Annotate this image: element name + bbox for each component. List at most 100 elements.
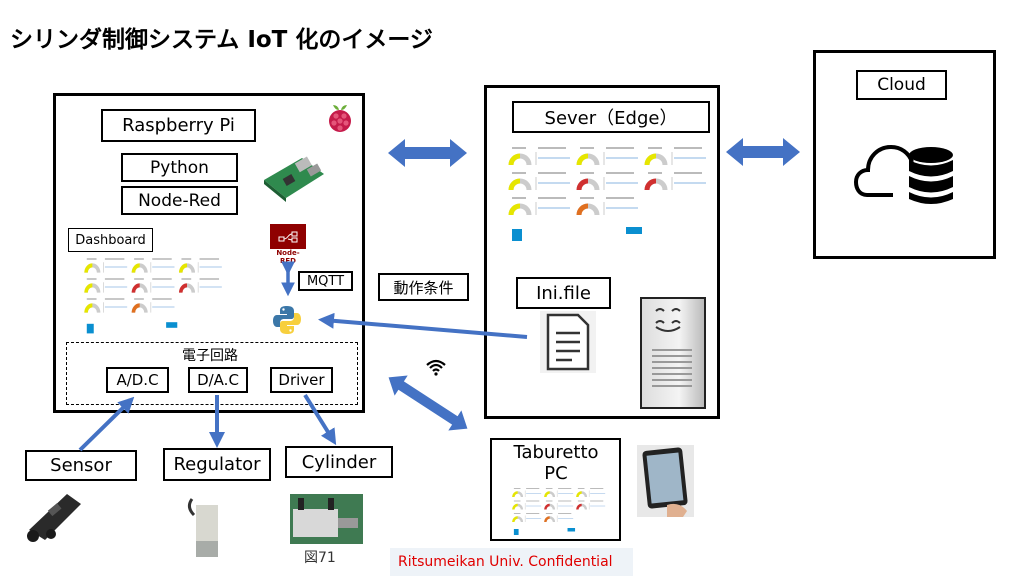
dashboard-gauge (131, 278, 148, 293)
raspberry-pi-label: Raspberry Pi (101, 109, 256, 142)
dashboard-gauge (576, 147, 600, 166)
dashboard-gauge (84, 258, 101, 273)
dashboard-chart (197, 258, 222, 273)
dashboard-chart (603, 197, 638, 215)
dashboard-gauge (131, 258, 148, 273)
node-red-label: Node-Red (121, 186, 238, 215)
electronic-circuit-label: 電子回路 (182, 348, 238, 364)
dashboard-gauge (131, 298, 148, 313)
dashboard-gauge (508, 147, 532, 166)
dac-label: D/A.C (188, 367, 248, 393)
dashboard-button (513, 529, 519, 535)
dashboard-gauge (512, 488, 524, 498)
dashboard-gauge (512, 513, 524, 523)
dashboard-gauge (576, 172, 600, 191)
document-icon (540, 311, 596, 373)
dashboard-chart (603, 147, 638, 165)
raspi-server-double-arrow (388, 139, 467, 167)
dashboard-chart (150, 278, 175, 293)
dashboard-chart (535, 147, 570, 165)
adc-label: A/D.C (106, 367, 169, 393)
cylinder-image (290, 494, 363, 544)
dashboard-chart (103, 278, 128, 293)
dashboard-chart (588, 488, 606, 497)
electronic-circuit-group (66, 342, 358, 405)
wifi-icon (425, 358, 447, 376)
dashboard-gauge (576, 488, 588, 498)
driver-to-cylinder-arrow (303, 393, 337, 446)
python-logo-icon (271, 304, 303, 336)
dashboard-chart (556, 488, 574, 497)
ini-to-python-arrow (318, 312, 528, 339)
dashboard-chart (524, 488, 542, 497)
mqtt-label: MQTT (298, 271, 353, 291)
flow-icon (278, 231, 298, 242)
server-edge-panel (484, 85, 720, 419)
ini-file-label: Ini.file (516, 277, 611, 309)
dashboard-button (567, 528, 576, 532)
dashboard-button (86, 323, 94, 334)
raspberry-pi-panel (53, 93, 365, 413)
cloud-label: Cloud (856, 70, 947, 100)
dashboard-chart (556, 513, 574, 522)
tablet-dashboard-thumbnail (512, 486, 608, 536)
server-dashboard-thumbnail (508, 143, 712, 243)
dashboard-chart (197, 278, 222, 293)
dashboard-gauge (644, 147, 668, 166)
regulator-image (184, 497, 224, 559)
node-red-logo: Node-RED (270, 224, 306, 265)
dashboard-chart (524, 513, 542, 522)
dashboard-gauge (544, 500, 556, 510)
dashboard-chart (103, 258, 128, 273)
sensor-to-adc-arrow (78, 396, 135, 452)
dashboard-button (626, 227, 642, 234)
dashboard-label: Dashboard (68, 228, 153, 252)
raspberry-logo-icon (325, 102, 355, 134)
dashboard-chart (556, 500, 574, 510)
confidential-text: Ritsumeikan Univ. Confidential (398, 554, 613, 570)
dashboard-chart (535, 197, 570, 215)
dashboard-gauge (84, 278, 101, 293)
dashboard-chart (150, 298, 175, 313)
tablet-pc-panel (490, 438, 621, 541)
server-cloud-double-arrow (726, 138, 800, 166)
sensor-label: Sensor (25, 450, 137, 481)
cloud-database-icon (853, 133, 957, 208)
regulator-label: Regulator (163, 448, 271, 481)
dashboard-chart (103, 298, 128, 313)
page-title: シリンダ制御システム IoT 化のイメージ (10, 27, 433, 53)
cylinder-label: Cylinder (285, 446, 393, 478)
dashboard-gauge (644, 172, 668, 191)
dashboard-gauge (512, 500, 524, 510)
dashboard-gauge (508, 197, 532, 216)
dashboard-chart (671, 147, 706, 165)
tablet-pc-label: Taburetto PC (513, 442, 599, 484)
dashboard-gauge (84, 298, 101, 313)
dashboard-gauge (179, 278, 196, 293)
raspberry-pi-board-image (262, 150, 326, 206)
operating-conditions-label: 動作条件 (378, 273, 469, 301)
dashboard-button (512, 229, 522, 241)
raspi-tablet-double-arrow (388, 375, 468, 431)
driver-label: Driver (270, 367, 333, 393)
server-edge-label: Sever（Edge） (512, 101, 710, 133)
tablet-image (637, 445, 694, 517)
dashboard-gauge (544, 488, 556, 498)
node-red-logo-text: Node-RED (276, 249, 300, 265)
confidential-footer: Ritsumeikan Univ. Confidential (390, 548, 633, 576)
dashboard-chart (603, 172, 638, 190)
dashboard-thumbnail (84, 255, 226, 335)
dashboard-chart (588, 500, 606, 510)
figure-caption: 図71 (304, 550, 336, 566)
dashboard-gauge (576, 197, 600, 216)
dashboard-gauge (544, 513, 556, 523)
dashboard-button (166, 322, 178, 328)
python-label: Python (121, 153, 238, 182)
dashboard-chart (150, 258, 175, 273)
cloud-panel (813, 50, 996, 259)
sensor-image (25, 490, 85, 546)
dashboard-gauge (179, 258, 196, 273)
server-machine-image (640, 297, 706, 409)
dashboard-chart (671, 172, 706, 190)
